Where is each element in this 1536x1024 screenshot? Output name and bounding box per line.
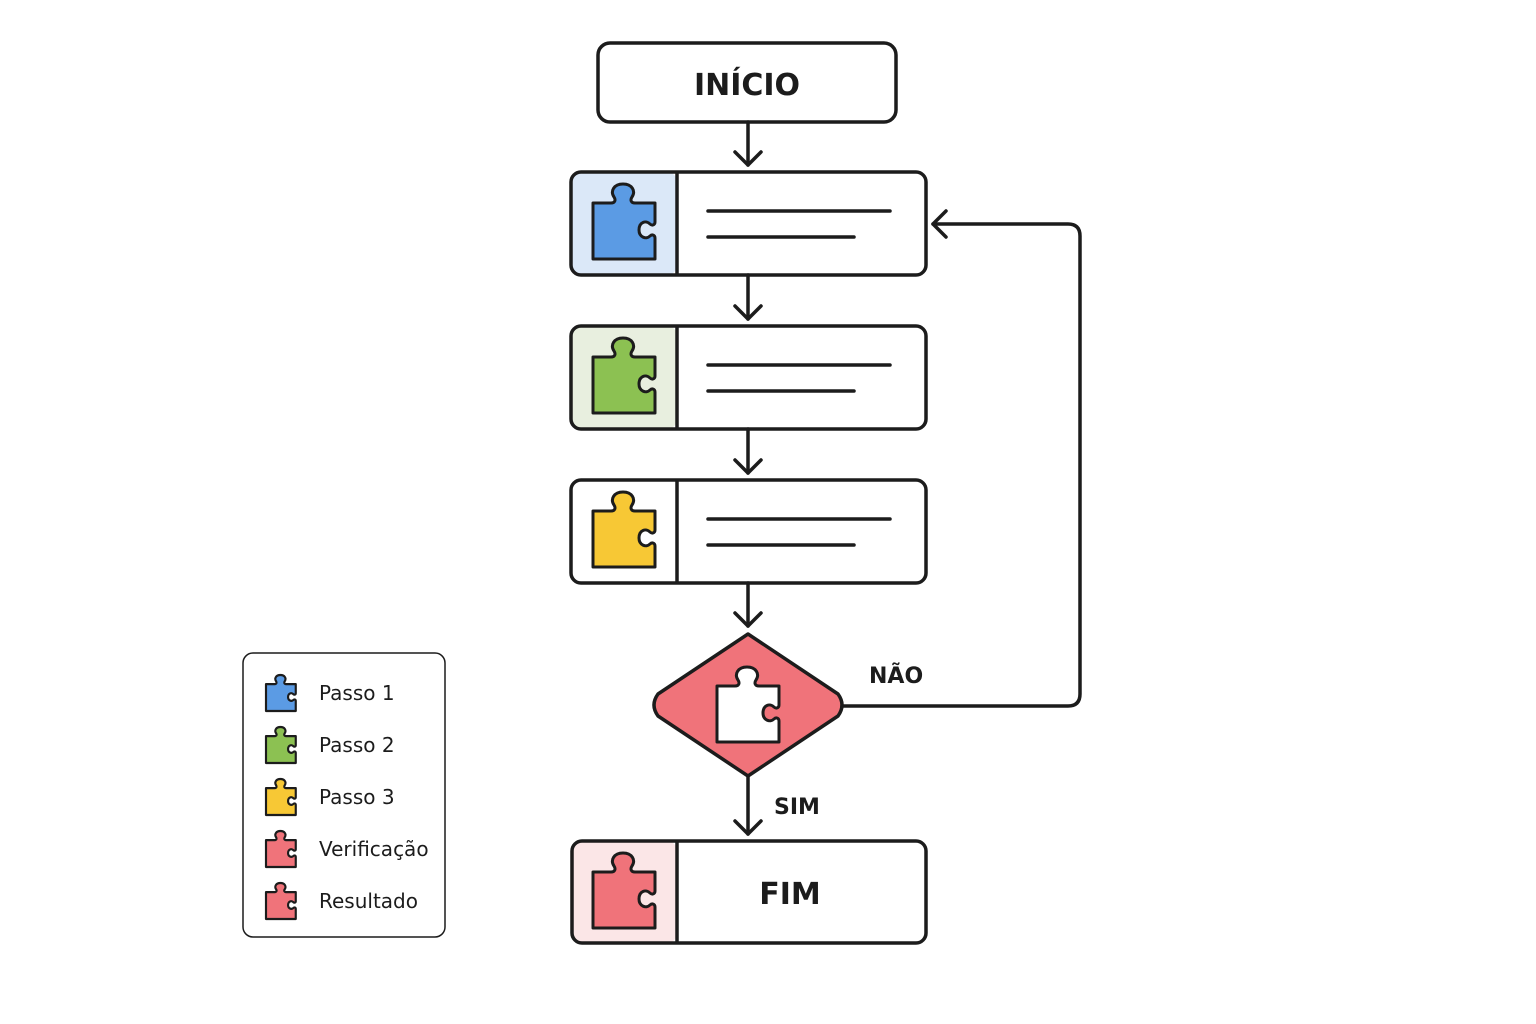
start-node: INÍCIO bbox=[596, 41, 898, 124]
arrow-step1-to-step2 bbox=[733, 273, 763, 321]
arrow-start-to-step1 bbox=[733, 120, 763, 167]
legend-label: Passo 1 bbox=[319, 681, 395, 705]
legend-label: Verificação bbox=[319, 837, 429, 861]
legend-item-passo-3: Passo 3 bbox=[264, 777, 395, 817]
step-3-node bbox=[569, 478, 928, 585]
legend-label: Passo 2 bbox=[319, 733, 395, 757]
arrow-step3-to-decision bbox=[733, 581, 763, 628]
legend-item-resultado: Resultado bbox=[264, 881, 418, 921]
legend: Passo 1 Passo 2 Passo 3 Verificação Resu… bbox=[242, 652, 446, 938]
no-label: NÃO bbox=[869, 663, 923, 689]
legend-label: Passo 3 bbox=[319, 785, 395, 809]
step-1-node bbox=[569, 170, 928, 277]
arrow-step2-to-step3 bbox=[733, 427, 763, 475]
yes-label: SIM bbox=[774, 795, 820, 820]
end-label: FIM bbox=[759, 877, 821, 912]
decision-node bbox=[652, 632, 844, 778]
legend-item-passo-1: Passo 1 bbox=[264, 673, 395, 713]
legend-label: Resultado bbox=[319, 889, 418, 913]
arrow-loop-back bbox=[840, 209, 1082, 708]
connectors bbox=[733, 120, 1082, 836]
arrow-decision-to-end bbox=[733, 775, 763, 836]
end-node: FIM bbox=[570, 839, 928, 945]
legend-item-passo-2: Passo 2 bbox=[264, 725, 395, 765]
step-2-node bbox=[569, 324, 928, 431]
start-label: INÍCIO bbox=[694, 67, 800, 103]
legend-item-verificacao: Verificação bbox=[264, 829, 429, 869]
